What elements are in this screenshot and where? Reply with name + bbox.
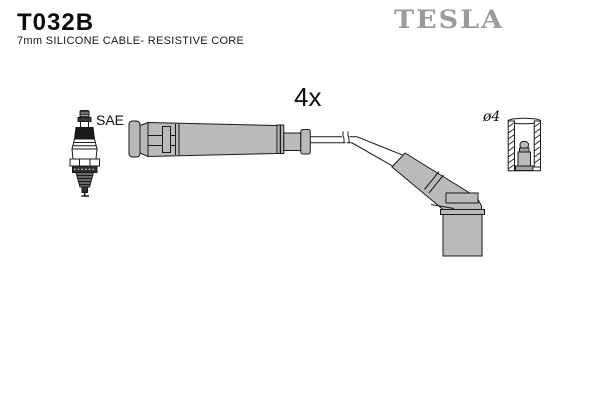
cable-break-mark xyxy=(347,131,350,144)
plug-ground-electrode xyxy=(81,192,89,197)
boot-rib xyxy=(276,124,281,154)
part-number: T032B xyxy=(17,9,95,36)
plug-insulator xyxy=(71,138,98,150)
plug-terminal-nut xyxy=(79,110,90,118)
cable-break-mark xyxy=(342,131,345,144)
boot-neck xyxy=(283,132,302,151)
quantity-label: 4x xyxy=(294,82,322,112)
elbow-lip xyxy=(440,209,485,215)
tesla-logo: TESLA xyxy=(394,6,505,35)
terminal-socket-illustration xyxy=(507,117,542,172)
boot-collar xyxy=(300,129,311,155)
socket-wall-left xyxy=(507,120,516,172)
part-description: 7mm SILICONE CABLE- RESISTIVE CORE xyxy=(17,35,245,47)
socket-pin-collar xyxy=(519,147,530,153)
elbow-clip-tab xyxy=(445,192,479,204)
plug-barrel xyxy=(71,148,98,160)
plug-hex xyxy=(69,158,100,167)
socket-pin-cap xyxy=(519,141,529,149)
sae-terminal-label: SAE xyxy=(96,112,125,128)
spark-plug-illustration xyxy=(69,110,100,197)
elbow-boot-illustration xyxy=(391,152,485,257)
socket-pin-flange xyxy=(515,165,534,171)
cable-illustration xyxy=(310,131,406,167)
boot-flange xyxy=(128,120,141,158)
plug-neck xyxy=(80,121,89,128)
plug-electrode xyxy=(81,186,88,193)
socket-pin-body xyxy=(517,151,531,167)
plug-shell-band xyxy=(73,127,96,140)
elbow-end-boot xyxy=(442,214,483,257)
plug-thread xyxy=(75,172,95,188)
terminal-diameter-label: ø4 xyxy=(483,109,501,125)
boot-inner-band xyxy=(162,126,171,153)
boot-taper xyxy=(139,121,149,158)
straight-boot-illustration xyxy=(128,120,311,158)
socket-wall-right xyxy=(533,120,542,168)
plug-terminal-flare xyxy=(77,117,92,122)
